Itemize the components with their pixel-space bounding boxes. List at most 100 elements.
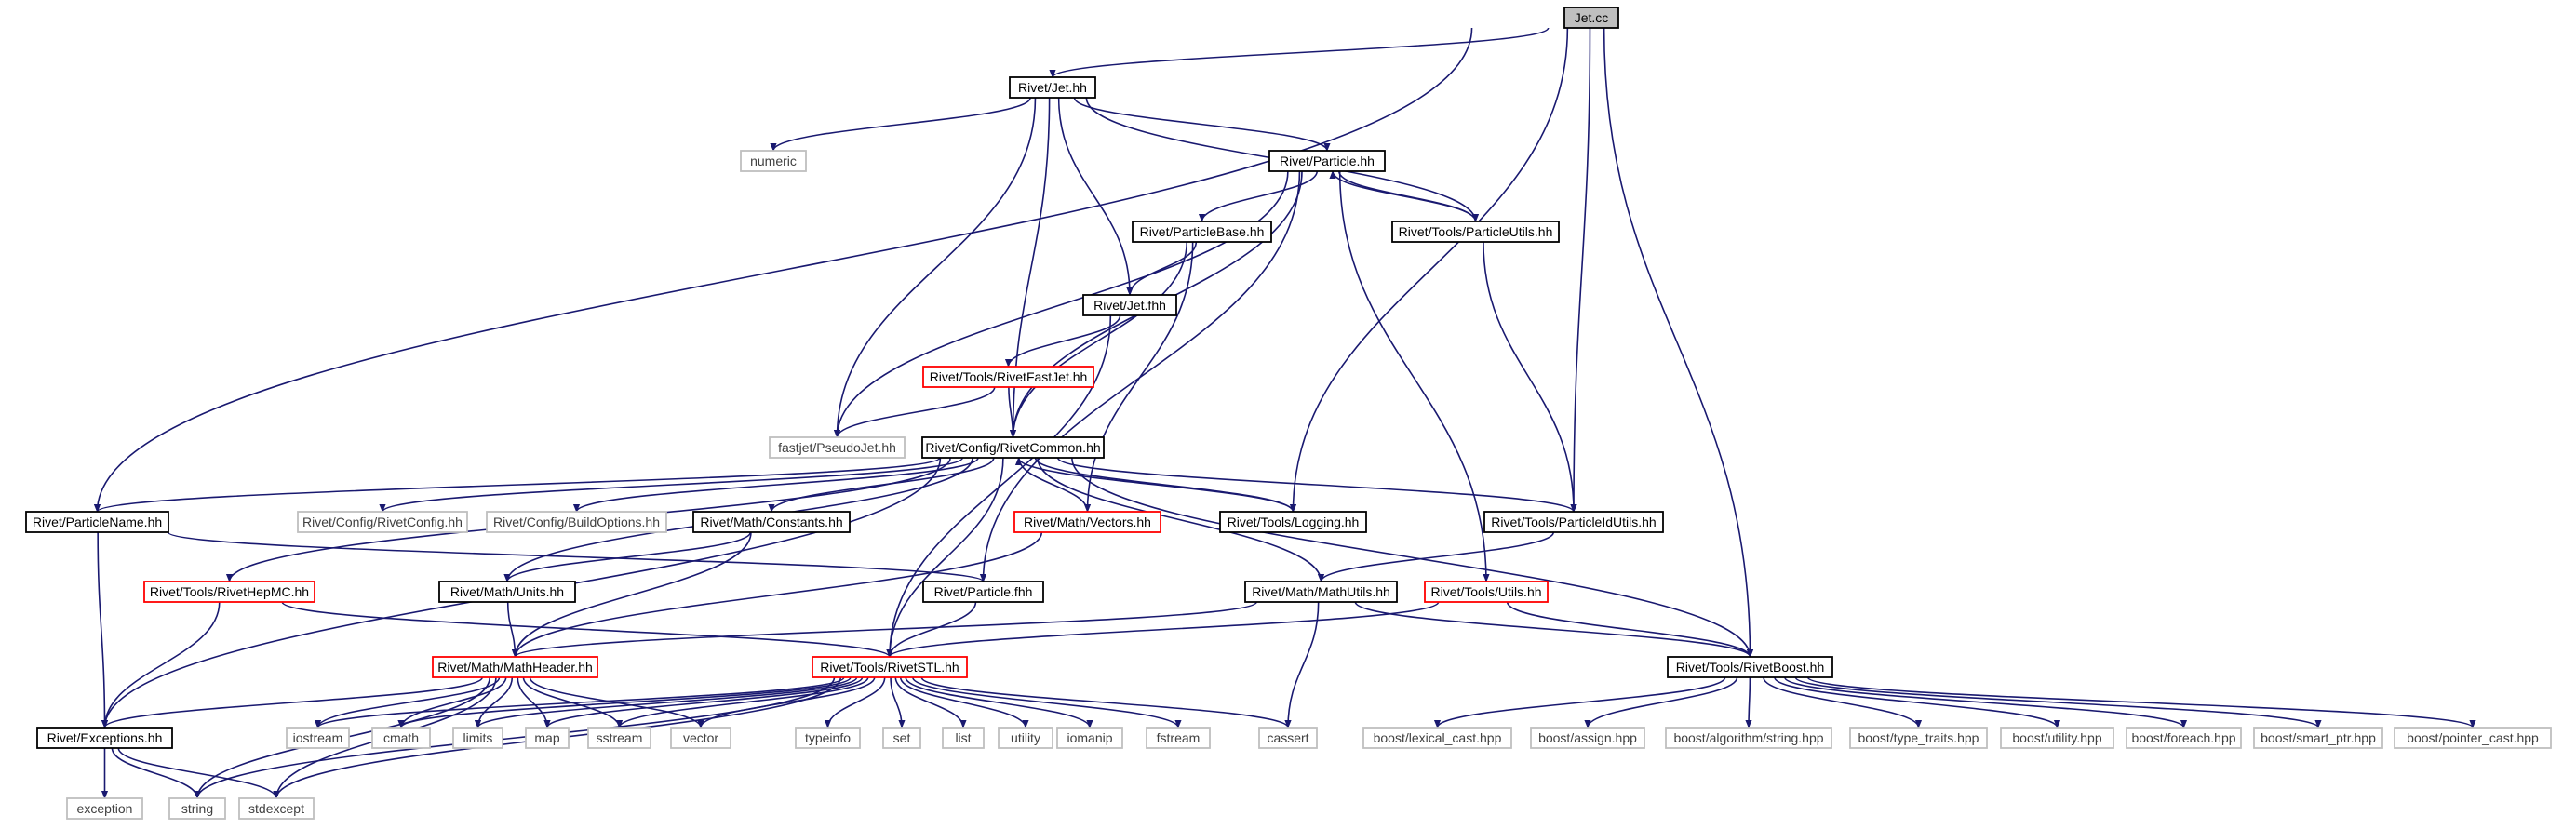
node-mathheader-hh[interactable]: Rivet/Math/MathHeader.hh <box>432 656 598 678</box>
node-label: Rivet/Config/RivetConfig.hh <box>302 515 463 529</box>
node-rivetcommon-hh[interactable]: Rivet/Config/RivetCommon.hh <box>921 436 1105 459</box>
node-box <box>587 727 651 749</box>
node-vectors-hh[interactable]: Rivet/Math/Vectors.hh <box>1013 511 1161 533</box>
edge-jet_cc-to-jet_hh <box>1049 27 1550 78</box>
node-box <box>2126 727 2242 749</box>
node-box <box>238 797 315 820</box>
edge-rivethepmc_hh-to-rivetstl_hh <box>281 601 893 658</box>
node-box <box>1849 727 1988 749</box>
node-box <box>1082 294 1177 316</box>
node-box <box>2253 727 2383 749</box>
node-rivetfastjet-hh[interactable]: Rivet/Tools/RivetFastJet.hh <box>922 366 1094 388</box>
edge-particleutils_hh-to-particleidutils_hh <box>1483 241 1577 513</box>
node-numeric: numeric <box>740 150 807 172</box>
edge-rivetboost_hh-to-assign_hpp <box>1584 676 1738 729</box>
node-label: sstream <box>597 730 643 745</box>
edge-rivetcommon_hh-to-rivetconfig_hh <box>379 457 964 513</box>
node-box <box>1667 656 1833 678</box>
edge-jet_cc-to-logging_hh <box>1289 27 1569 513</box>
node-box <box>740 150 807 172</box>
node-iostream: iostream <box>286 727 350 749</box>
node-jet-cc[interactable]: Jet.cc <box>1563 7 1619 29</box>
node-utils-hh[interactable]: Rivet/Tools/Utils.hh <box>1424 581 1549 603</box>
node-exception: exception <box>66 797 143 820</box>
node-box <box>2394 727 2552 749</box>
node-rivetstl-hh[interactable]: Rivet/Tools/RivetSTL.hh <box>812 656 968 678</box>
node-box <box>432 656 598 678</box>
edge-rivetcommon_hh-to-buildoptions_hh <box>573 457 979 513</box>
node-stdexcept: stdexcept <box>238 797 315 820</box>
node-particle-hh[interactable]: Rivet/Particle.hh <box>1268 150 1386 172</box>
edge-particle_fhh-to-rivetstl_hh <box>886 601 977 658</box>
edge-rivetstl_hh-to-sstream <box>615 676 869 729</box>
edge-rivetstl_hh-to-cmath <box>397 676 852 729</box>
edge-exceptions_hh-to-stdexcept <box>117 747 280 799</box>
node-particlename-hh[interactable]: Rivet/ParticleName.hh <box>25 511 169 533</box>
node-box <box>297 511 468 533</box>
node-rivetboost-hh[interactable]: Rivet/Tools/RivetBoost.hh <box>1667 656 1833 678</box>
edge-rivetcommon_hh-to-particlename_hh <box>94 457 941 513</box>
node-jet-fhh[interactable]: Rivet/Jet.fhh <box>1082 294 1177 316</box>
node-label: boost/smart_ptr.hpp <box>2261 730 2376 745</box>
node-lexical-cast-hpp: boost/lexical_cast.hpp <box>1362 727 1512 749</box>
edge-rivetstl_hh-to-string <box>194 676 836 799</box>
edge-mathutils_hh-to-mathheader_hh <box>512 601 1258 658</box>
edge-mathutils_hh-to-rivetboost_hh <box>1354 601 1753 658</box>
node-jet-hh[interactable]: Rivet/Jet.hh <box>1009 76 1096 99</box>
node-box <box>812 656 968 678</box>
edge-jet_fhh-to-rivetstl_hh <box>886 314 1112 658</box>
node-label: Rivet/Math/MathUtils.hh <box>1252 584 1390 599</box>
edge-rivethepmc_hh-to-exceptions_hh <box>101 601 221 729</box>
node-label: Rivet/Math/MathHeader.hh <box>437 660 593 675</box>
node-label: set <box>893 730 911 745</box>
node-particleidutils-hh[interactable]: Rivet/Tools/ParticleIdUtils.hh <box>1483 511 1664 533</box>
node-logging-hh[interactable]: Rivet/Tools/Logging.hh <box>1219 511 1367 533</box>
edge-constants_hh-to-mathheader_hh <box>511 531 752 658</box>
node-label: Rivet/Particle.hh <box>1280 154 1375 168</box>
node-label: boost/utility.hpp <box>2012 730 2101 745</box>
node-box <box>371 727 431 749</box>
node-foreach-hpp: boost/foreach.hpp <box>2126 727 2242 749</box>
node-label: fstream <box>1157 730 1201 745</box>
node-box <box>882 727 921 749</box>
node-exceptions-hh[interactable]: Rivet/Exceptions.hh <box>36 727 173 749</box>
node-box <box>2000 727 2114 749</box>
node-label: Jet.cc <box>1575 10 1609 25</box>
edge-mathheader_hh-to-iostream <box>314 676 501 729</box>
node-limits: limits <box>452 727 503 749</box>
node-box <box>769 436 906 459</box>
node-label: boost/lexical_cast.hpp <box>1374 730 1502 745</box>
node-label: Rivet/Exceptions.hh <box>47 730 163 745</box>
node-particle-fhh[interactable]: Rivet/Particle.fhh <box>922 581 1044 603</box>
edge-mathheader_hh-to-map <box>517 676 551 729</box>
node-box <box>452 727 503 749</box>
node-box <box>1219 511 1367 533</box>
edge-layer <box>93 27 2476 799</box>
node-box <box>1132 221 1272 243</box>
node-particleutils-hh[interactable]: Rivet/Tools/ParticleUtils.hh <box>1391 221 1560 243</box>
node-utility: utility <box>998 727 1053 749</box>
node-particlebase-hh[interactable]: Rivet/ParticleBase.hh <box>1132 221 1272 243</box>
edge-exceptions_hh-to-string <box>111 747 201 799</box>
node-label: iostream <box>293 730 343 745</box>
node-rivethepmc-hh[interactable]: Rivet/Tools/RivetHepMC.hh <box>143 581 315 603</box>
node-box <box>1362 727 1512 749</box>
node-label: boost/pointer_cast.hpp <box>2407 730 2539 745</box>
node-cassert: cassert <box>1258 727 1318 749</box>
edge-rivetcommon_hh-to-rivetboost_hh <box>1071 457 1754 658</box>
node-box <box>1146 727 1211 749</box>
edge-jet_hh-to-jet_fhh <box>1057 97 1134 296</box>
edge-particlename_hh-to-exceptions_hh <box>97 531 109 729</box>
node-box <box>486 511 667 533</box>
node-box <box>438 581 576 603</box>
edge-vectors_hh-to-mathheader_hh <box>511 531 1043 658</box>
node-constants-hh[interactable]: Rivet/Math/Constants.hh <box>692 511 851 533</box>
node-utility-hpp: boost/utility.hpp <box>2000 727 2114 749</box>
edge-utils_hh-to-rivetboost_hh <box>1506 601 1754 658</box>
node-iomanip: iomanip <box>1056 727 1123 749</box>
edge-rivetstl_hh-to-iomanip <box>905 676 1093 729</box>
node-units-hh[interactable]: Rivet/Math/Units.hh <box>438 581 576 603</box>
node-mathutils-hh[interactable]: Rivet/Math/MathUtils.hh <box>1244 581 1398 603</box>
edge-jet_hh-to-particle_hh <box>1073 97 1331 152</box>
